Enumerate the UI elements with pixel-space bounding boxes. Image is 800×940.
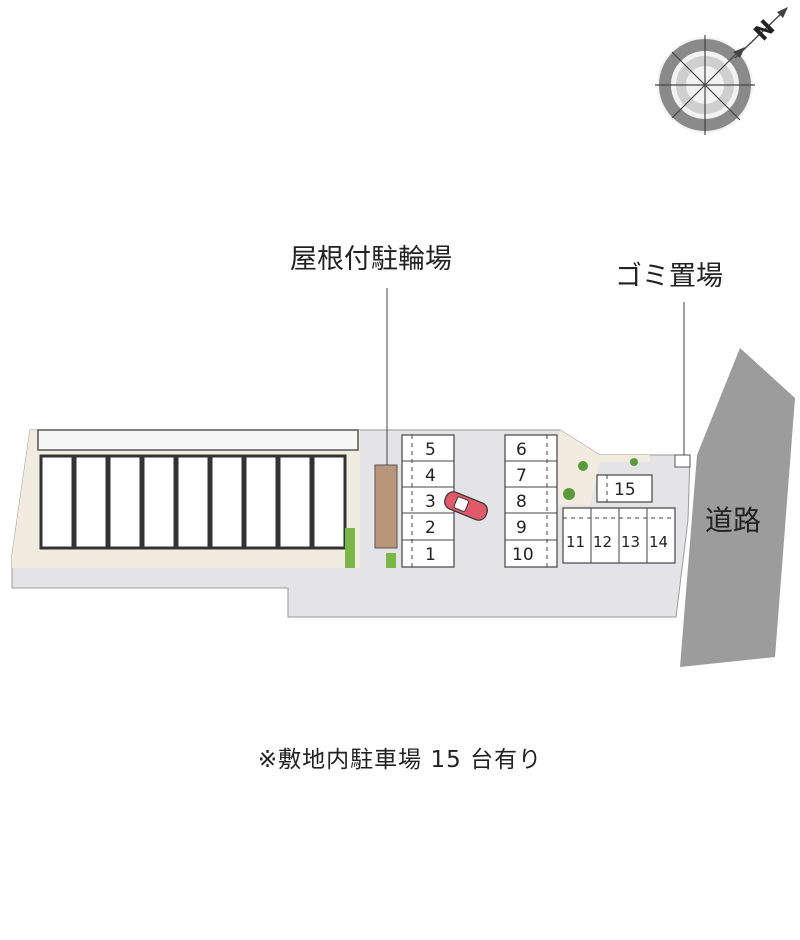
building-block — [37, 429, 359, 550]
car-icon — [444, 491, 488, 521]
stall-2: 2 — [425, 518, 436, 538]
stall-10: 10 — [512, 545, 534, 565]
stall-15: 15 — [614, 480, 636, 500]
compass-letter: N — [750, 15, 781, 46]
stall-4: 4 — [425, 466, 436, 486]
bike-parking-label: 屋根付駐輪場 — [290, 244, 452, 275]
shrub-icon — [630, 458, 638, 466]
stall-1: 1 — [425, 545, 436, 565]
stall-11: 11 — [566, 533, 585, 551]
green-patch — [345, 528, 355, 568]
stall-5: 5 — [425, 440, 436, 460]
stall-8: 8 — [516, 492, 527, 512]
stall-9: 9 — [516, 518, 527, 538]
parking-note: ※敷地内駐車場 15 台有り — [257, 747, 543, 773]
road-label: 道路 — [705, 504, 761, 537]
garbage-label: ゴミ置場 — [615, 261, 723, 292]
stall-7: 7 — [516, 466, 527, 486]
planting-strip — [558, 430, 650, 505]
parking-stalls-mid — [504, 434, 558, 568]
bike-shelter — [374, 464, 398, 549]
compass-icon: N — [655, 7, 788, 135]
stall-12: 12 — [593, 533, 612, 551]
stall-13: 13 — [621, 533, 640, 551]
stall-3: 3 — [425, 492, 436, 512]
shrub-icon — [563, 488, 575, 500]
garbage-area — [674, 454, 691, 468]
green-patch — [386, 553, 396, 568]
stall-14: 14 — [649, 533, 668, 551]
road-area — [680, 348, 795, 667]
shrub-icon — [578, 461, 588, 471]
parking-stalls-right — [562, 507, 676, 564]
stall-15-box — [596, 474, 653, 503]
stall-6: 6 — [516, 440, 527, 460]
